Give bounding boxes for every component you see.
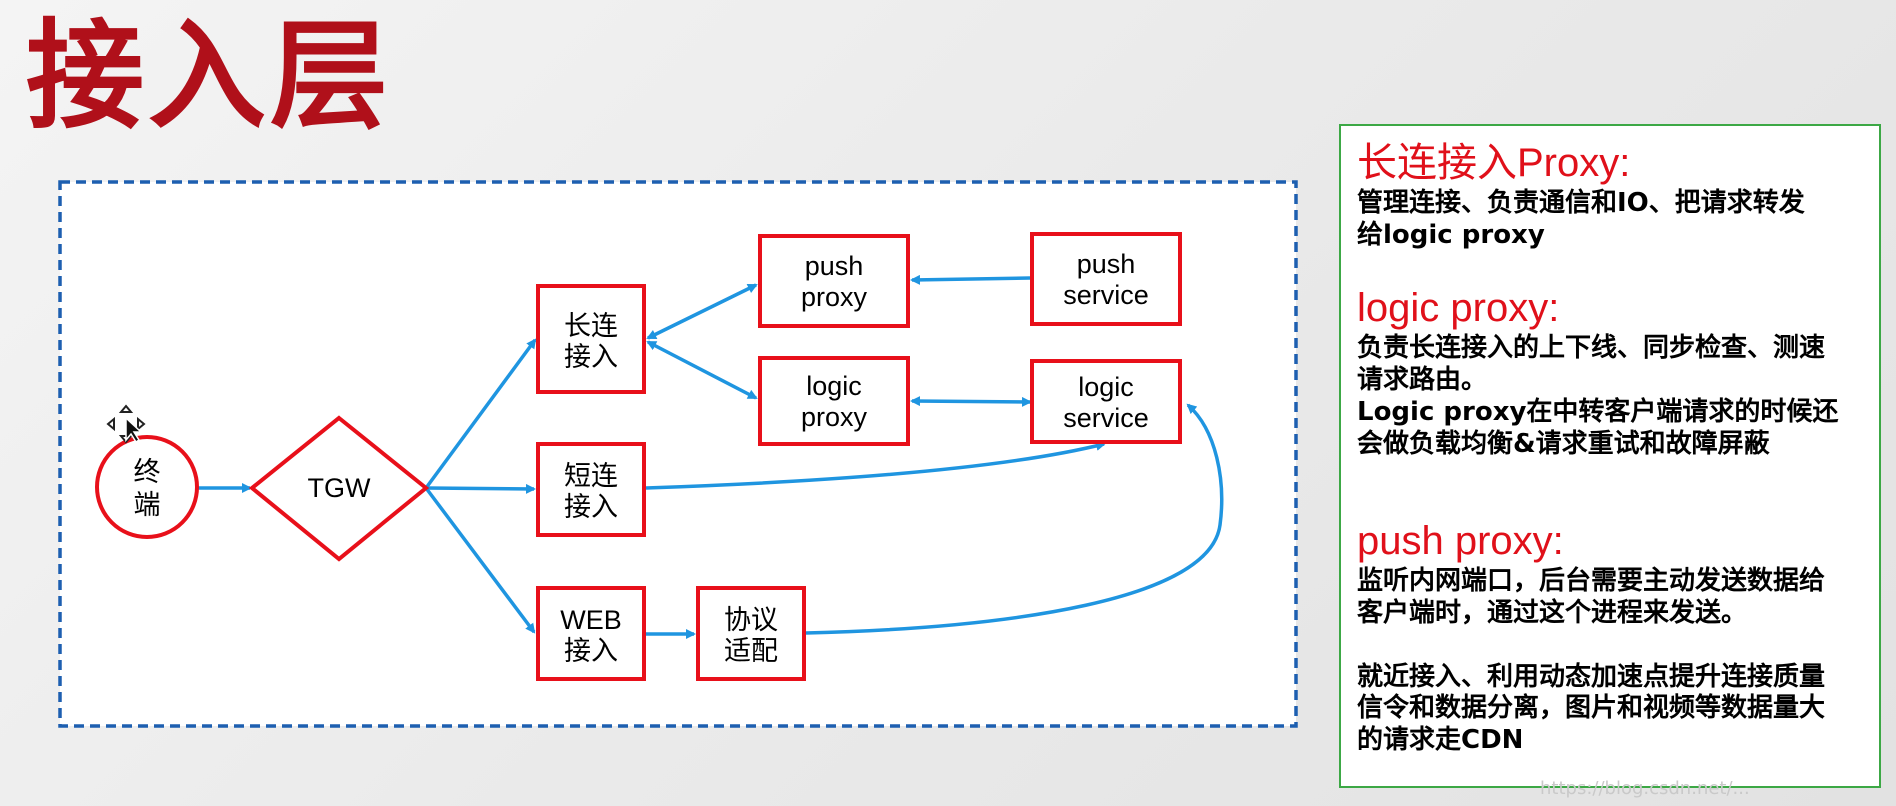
node-push-service: push service [1030, 232, 1182, 326]
edge-protocol-logic-service [805, 403, 1224, 635]
node-long-conn-line2: 接入 [564, 342, 618, 372]
node-logic-service-line2: service [1063, 403, 1149, 433]
edge-long-push-proxy [646, 283, 758, 340]
node-short-conn-line2: 接入 [564, 492, 618, 522]
node-web-conn-line2: 接入 [564, 636, 618, 666]
node-web-conn: WEB 接入 [536, 586, 646, 681]
edge-short-logic-service [645, 441, 1106, 490]
move-cursor-icon [106, 404, 146, 444]
long-proxy-heading: 长连接入Proxy: [1357, 141, 1631, 185]
node-push-service-line1: push [1077, 249, 1136, 279]
node-logic-proxy: logic proxy [758, 356, 910, 446]
slide-title: 接入层 [26, 7, 393, 145]
logic-proxy-description: 负责长连接入的上下线、同步检查、测速 请求路由。 Logic proxy在中转客… [1357, 333, 1839, 459]
node-tgw-label: TGW [308, 473, 371, 503]
node-push-proxy: push proxy [758, 234, 910, 328]
push-proxy-heading: push proxy: [1357, 519, 1564, 564]
node-long-conn-line1: 长连 [564, 311, 618, 341]
node-protocol-adapt: 协议 适配 [696, 586, 806, 681]
node-logic-proxy-line1: logic [806, 371, 862, 401]
node-push-proxy-line1: push [805, 251, 864, 281]
logic-proxy-heading: logic proxy: [1357, 286, 1560, 331]
long-proxy-description: 管理连接、负责通信和IO、把请求转发 给logic proxy [1357, 188, 1805, 250]
node-protocol-adapt-line1: 协议 [724, 605, 778, 635]
node-short-conn-line1: 短连 [564, 461, 618, 491]
node-push-service-line2: service [1063, 280, 1149, 310]
push-proxy-description: 监听内网端口，后台需要主动发送数据给 客户端时，通过这个进程来发送。 [1357, 566, 1826, 629]
edges [198, 274, 1224, 639]
edge-tgw-long [424, 338, 537, 490]
extra-notes: 就近接入、利用动态加速点提升连接质量 信令和数据分离，图片和视频等数据量大 的请… [1357, 661, 1826, 756]
edge-push-service-push-proxy [910, 274, 1031, 285]
node-terminal-line2: 端 [134, 490, 161, 520]
node-short-conn: 短连 接入 [536, 442, 646, 537]
node-logic-proxy-line2: proxy [801, 402, 868, 432]
watermark: https://blog.csdn.net/... [1540, 778, 1750, 799]
edge-tgw-short [425, 483, 536, 494]
node-tgw: TGW [248, 415, 430, 562]
notes-panel: 长连接入Proxy: 管理连接、负责通信和IO、把请求转发 给logic pro… [1339, 124, 1881, 788]
node-logic-service: logic service [1030, 359, 1182, 444]
node-logic-service-line1: logic [1078, 372, 1134, 402]
architecture-diagram: 终 端 TGW 长连 接入 短连 接入 WEB 接入 协议 适配 push pr… [58, 180, 1298, 728]
edge-long-logic-proxy [646, 340, 758, 400]
node-terminal: 终 端 [95, 435, 199, 539]
edge-tgw-web [424, 486, 536, 634]
node-web-conn-line1: WEB [560, 605, 622, 635]
node-protocol-adapt-line2: 适配 [724, 636, 778, 666]
node-push-proxy-line2: proxy [801, 282, 868, 312]
edge-logic-proxy-logic-service [910, 396, 1032, 407]
node-terminal-line1: 终 [134, 457, 161, 487]
node-long-conn: 长连 接入 [536, 284, 646, 394]
